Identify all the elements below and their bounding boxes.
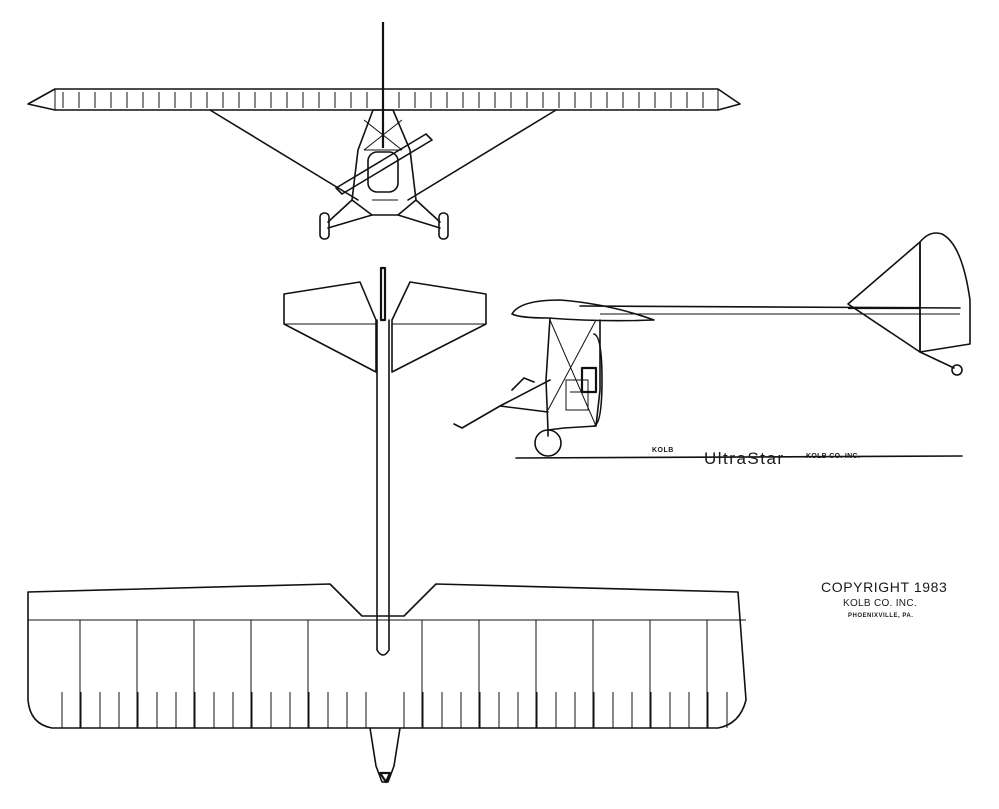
copyright-location: PHOENIXVILLE, PA. xyxy=(848,613,914,619)
front-view-propeller xyxy=(335,133,433,195)
side-view-ground-line xyxy=(515,455,963,459)
front-view-seat xyxy=(367,151,399,193)
front-view-right-wheel xyxy=(438,212,449,240)
side-view-nose-structure xyxy=(453,377,551,429)
side-view-tail-wheel xyxy=(951,364,963,376)
top-view-wing-ribs xyxy=(61,620,728,728)
top-view-main-wing xyxy=(27,583,747,729)
title-maker-small: KOLB xyxy=(652,447,674,454)
front-view-wing-rib-ticks xyxy=(62,92,704,108)
front-view xyxy=(27,22,741,240)
front-view-landing-gear xyxy=(327,199,441,229)
title-maker-full-small: KOLB CO. INC. xyxy=(806,453,861,460)
top-view xyxy=(27,266,747,784)
title-model-name: UltraStar xyxy=(704,449,785,468)
side-view-propeller xyxy=(593,333,603,427)
side-view-cabin-frame xyxy=(545,317,601,431)
side-view-main-wheel xyxy=(534,429,562,457)
side-view-rudder xyxy=(919,232,971,353)
copyright-company: KOLB CO. INC. xyxy=(843,598,917,609)
top-view-tail-boom xyxy=(376,319,390,656)
side-view-wing-airfoil xyxy=(511,299,655,322)
side-view xyxy=(453,232,971,459)
front-view-left-wheel xyxy=(319,212,330,240)
side-view-vertical-fin xyxy=(847,241,921,353)
copyright-notice: COPYRIGHT 1983 xyxy=(821,579,948,595)
front-view-left-strut xyxy=(209,109,359,201)
front-view-right-strut xyxy=(407,109,557,201)
top-view-horizontal-stabilizer xyxy=(283,281,487,373)
side-view-engine xyxy=(580,366,598,394)
top-view-tail-fin xyxy=(379,266,387,322)
